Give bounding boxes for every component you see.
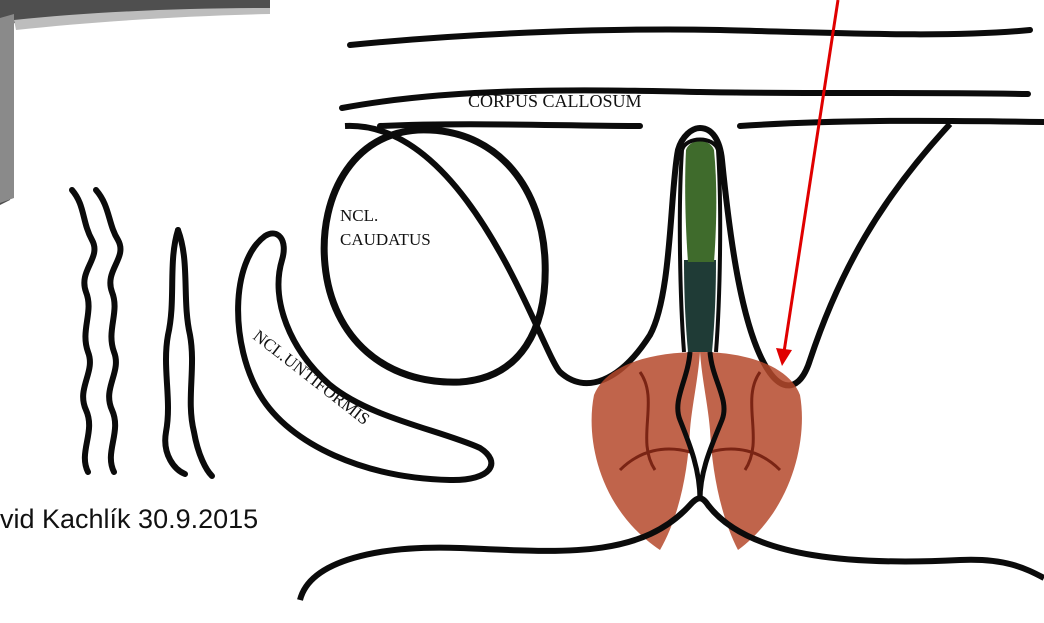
corpus-callosum-bands bbox=[342, 30, 1044, 126]
ncl-caudatus-label-line1: NCL. bbox=[340, 206, 378, 225]
photo-corner-fragment bbox=[0, 0, 270, 205]
left-wavy-structures bbox=[72, 190, 212, 476]
central-w-outline bbox=[345, 124, 950, 385]
ncl-caudatus-label-line2: CAUDATUS bbox=[340, 230, 431, 249]
corpus-callosum-label: CORPUS CALLOSUM bbox=[468, 91, 642, 111]
red-paired-region bbox=[592, 352, 802, 550]
author-credit: vid Kachlík 30.9.2015 bbox=[0, 504, 258, 535]
green-septum-region bbox=[685, 141, 716, 262]
dark-teal-region bbox=[684, 260, 716, 352]
